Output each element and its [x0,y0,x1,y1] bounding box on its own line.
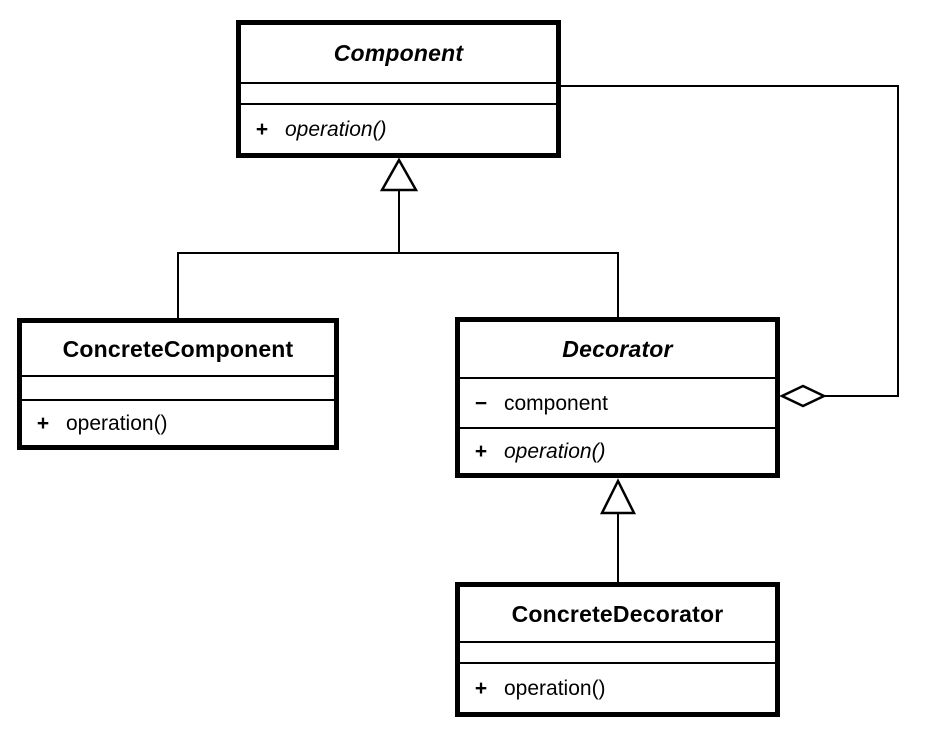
generalization-line-to-component [177,252,619,318]
attributes-section-concrete-component [22,375,334,399]
class-name-component: Component [333,40,464,66]
inheritance-triangle-icon [379,157,419,192]
class-box-concrete-decorator: ConcreteDecorator + operation() [455,582,780,717]
inheritance-triangle-icon [599,478,637,515]
class-name-concrete-component: ConcreteComponent [62,335,294,362]
aggregation-diamond-icon [779,384,827,408]
operations-section-component: + operation() [241,103,556,153]
aggregation-line [561,85,899,397]
attribute-row: − component [460,393,775,414]
operations-section-decorator: + operation() [460,427,775,473]
attributes-section-component [241,82,556,103]
attributes-section-decorator: − component [460,377,775,427]
visibility-sign: + [255,117,269,141]
operation-row: + operation() [22,413,334,434]
operation-name: operation() [66,411,168,435]
attribute-name: component [504,391,608,415]
operation-row: + operation() [460,441,775,462]
visibility-sign: + [474,676,488,700]
class-name-concrete-decorator: ConcreteDecorator [511,600,724,627]
operations-section-concrete-decorator: + operation() [460,662,775,712]
visibility-sign: − [474,391,488,415]
operations-section-concrete-component: + operation() [22,399,334,445]
attributes-section-concrete-decorator [460,641,775,662]
class-name-decorator: Decorator [562,336,673,362]
class-box-component: Component + operation() [236,20,561,158]
operation-row: + operation() [460,678,775,699]
class-box-decorator: Decorator − component + operation() [455,317,780,478]
operation-name: operation() [504,676,606,700]
class-box-concrete-component: ConcreteComponent + operation() [17,318,339,450]
operation-row: + operation() [241,119,556,140]
operation-name: operation() [504,439,606,463]
visibility-sign: + [474,439,488,463]
visibility-sign: + [36,411,50,435]
operation-name: operation() [285,117,387,141]
